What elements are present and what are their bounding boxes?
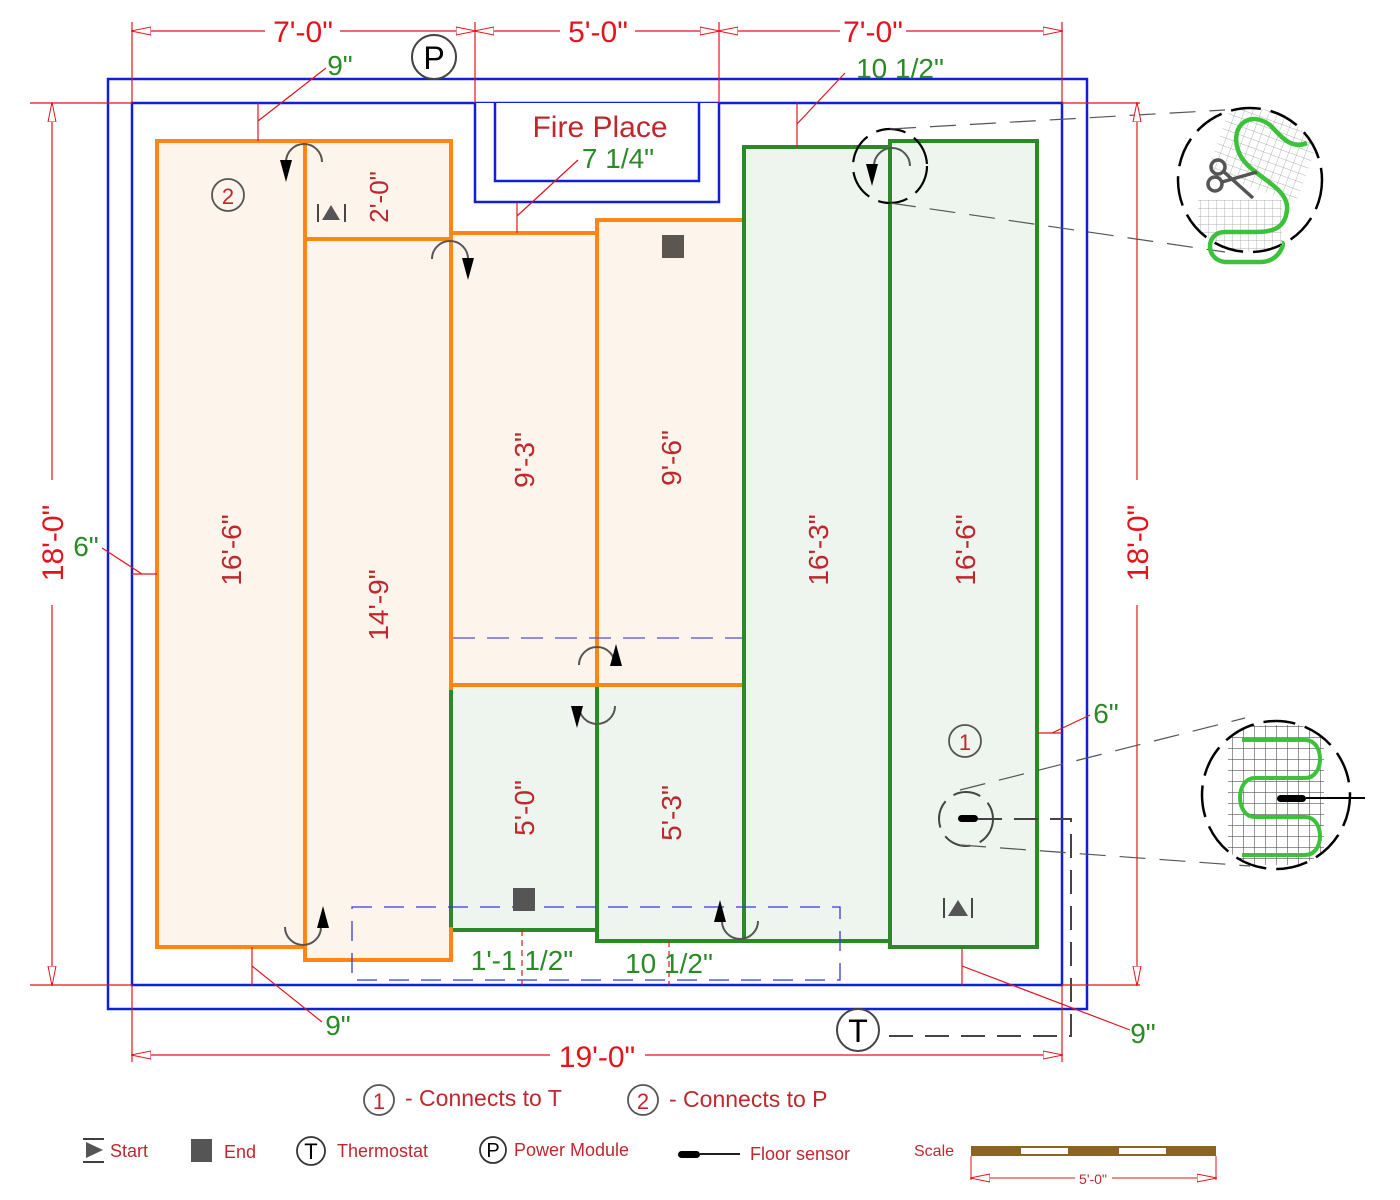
mat-e-length: 9'-6" — [656, 430, 687, 486]
mat-d-length: 9'-3" — [509, 432, 540, 488]
svg-text:5'-0": 5'-0" — [1079, 1171, 1107, 1187]
floor-sensor-icon — [678, 1151, 740, 1158]
mat-i[interactable] — [888, 139, 1039, 949]
legend-power: P Power Module — [479, 1136, 629, 1164]
circuit-1-marker: 1 — [948, 724, 982, 758]
offset-bottom-gap-1: 1'-1 1/2" — [471, 945, 573, 976]
power-module-icon: P — [411, 34, 457, 80]
svg-text:1: 1 — [959, 730, 971, 755]
mat-a-length: 16'-6" — [216, 514, 247, 585]
sensor-wire — [880, 818, 1072, 1037]
svg-text:P: P — [423, 40, 444, 76]
svg-text:Power Module: Power Module — [514, 1140, 629, 1160]
offset-left: 6" — [73, 531, 99, 562]
outer-wall — [106, 77, 1089, 1011]
dim-top-right: 7'-0" — [843, 16, 903, 49]
offset-bottom-left: 9" — [325, 1010, 351, 1041]
turn-arrow-icon — [571, 705, 616, 728]
svg-text:Floor sensor: Floor sensor — [750, 1144, 850, 1164]
svg-text:End: End — [224, 1142, 256, 1162]
start-symbol-icon — [317, 204, 346, 222]
mat-a[interactable] — [155, 139, 307, 949]
mat-b-length: 2'-0" — [364, 171, 394, 223]
svg-text:Scale: Scale — [914, 1143, 954, 1160]
end-symbol-icon — [662, 235, 684, 258]
mat-h-length: 16'-3" — [803, 514, 834, 585]
scissors-icon — [1206, 158, 1258, 200]
turn-arrow-icon — [578, 644, 622, 666]
mat-f-length: 5'-0" — [509, 780, 540, 836]
legend-start: Start — [83, 1138, 148, 1163]
fireplace-label: Fire Place — [532, 111, 667, 144]
mat-b[interactable] — [303, 139, 453, 241]
thermostat-icon: T — [836, 1008, 880, 1052]
connection-note-2: 2 - Connects to P — [627, 1084, 828, 1116]
offset-bottom-right: 9" — [1130, 1018, 1156, 1049]
floor-sensor-icon — [1277, 795, 1306, 802]
offset-right: 6" — [1093, 698, 1119, 729]
circuit-2-marker: 2 — [211, 178, 245, 212]
turn-arrow-icon — [431, 240, 474, 280]
dim-top-left: 7'-0" — [273, 16, 333, 49]
offset-top-right: 10 1/2" — [856, 53, 944, 84]
mats — [155, 139, 1039, 962]
start-symbol-icon — [943, 898, 973, 918]
turn-arrow-icon — [714, 900, 759, 940]
thermostat-icon: T — [296, 1136, 326, 1166]
mat-labels: 16'-6" 2'-0" 14'-9" 9'-3" 9'-6" 5'-0" 5'… — [216, 171, 981, 841]
mat-g[interactable] — [595, 683, 746, 943]
dim-top-middle: 5'-0" — [568, 16, 628, 49]
legend-scale: Scale 5'-0" — [914, 1143, 1216, 1187]
scale-bar — [971, 1146, 1216, 1180]
svg-text:1: 1 — [373, 1089, 385, 1114]
svg-text:- Connects to T: - Connects to T — [405, 1085, 562, 1111]
end-symbol-icon — [513, 888, 535, 911]
heating-wire — [1238, 738, 1322, 857]
mat-i-length: 16'-6" — [950, 514, 981, 585]
power-module-icon: P — [479, 1136, 507, 1164]
legend-floor-sensor: Floor sensor — [678, 1144, 850, 1164]
fireplace-outer — [473, 103, 721, 204]
dim-bottom-width: 19'-0" — [559, 1041, 635, 1074]
connection-note-1: 1 - Connects to T — [363, 1084, 562, 1116]
dimensions — [30, 22, 1140, 1062]
dim-left-height: 18'-0" — [37, 505, 70, 581]
turn-arrow-icon — [280, 143, 323, 182]
mat-d[interactable] — [449, 231, 599, 687]
legend-thermostat: T Thermostat — [296, 1136, 428, 1166]
turn-arrow-icon — [866, 147, 911, 186]
mat-c[interactable] — [303, 237, 453, 962]
offset-bottom-gap-2: 10 1/2" — [625, 948, 713, 979]
legend: Start End T Thermostat P Power Module — [83, 1136, 1216, 1187]
mat-h[interactable] — [742, 145, 892, 943]
heating-wire — [1207, 116, 1308, 265]
offset-top-left: 9" — [327, 50, 353, 81]
mat-e[interactable] — [595, 218, 746, 687]
dashed-area-bottom — [351, 906, 841, 981]
callout-sensor-detail — [959, 717, 1365, 871]
mat-g-length: 5'-3" — [656, 785, 687, 841]
svg-text:T: T — [848, 1013, 868, 1049]
svg-text:P: P — [486, 1140, 499, 1162]
dim-right-height: 18'-0" — [1122, 505, 1155, 581]
svg-text:2: 2 — [637, 1089, 649, 1114]
mat-c-length: 14'-9" — [363, 569, 394, 640]
svg-text:Start: Start — [110, 1141, 148, 1161]
start-icon — [83, 1138, 104, 1163]
legend-end: End — [191, 1139, 256, 1162]
svg-text:Thermostat: Thermostat — [337, 1141, 428, 1161]
obstacles — [351, 637, 841, 981]
callout-cut-detail — [851, 106, 1324, 265]
svg-text:2: 2 — [222, 184, 234, 209]
walls — [106, 77, 1089, 1011]
offset-fireplace: 7 1/4" — [582, 143, 654, 174]
end-icon — [191, 1139, 212, 1162]
turn-arrow-icon — [284, 906, 329, 946]
svg-text:T: T — [304, 1139, 317, 1164]
fireplace-inner — [493, 103, 701, 183]
turn-arrows — [280, 143, 911, 946]
svg-text:- Connects to P: - Connects to P — [669, 1086, 828, 1112]
